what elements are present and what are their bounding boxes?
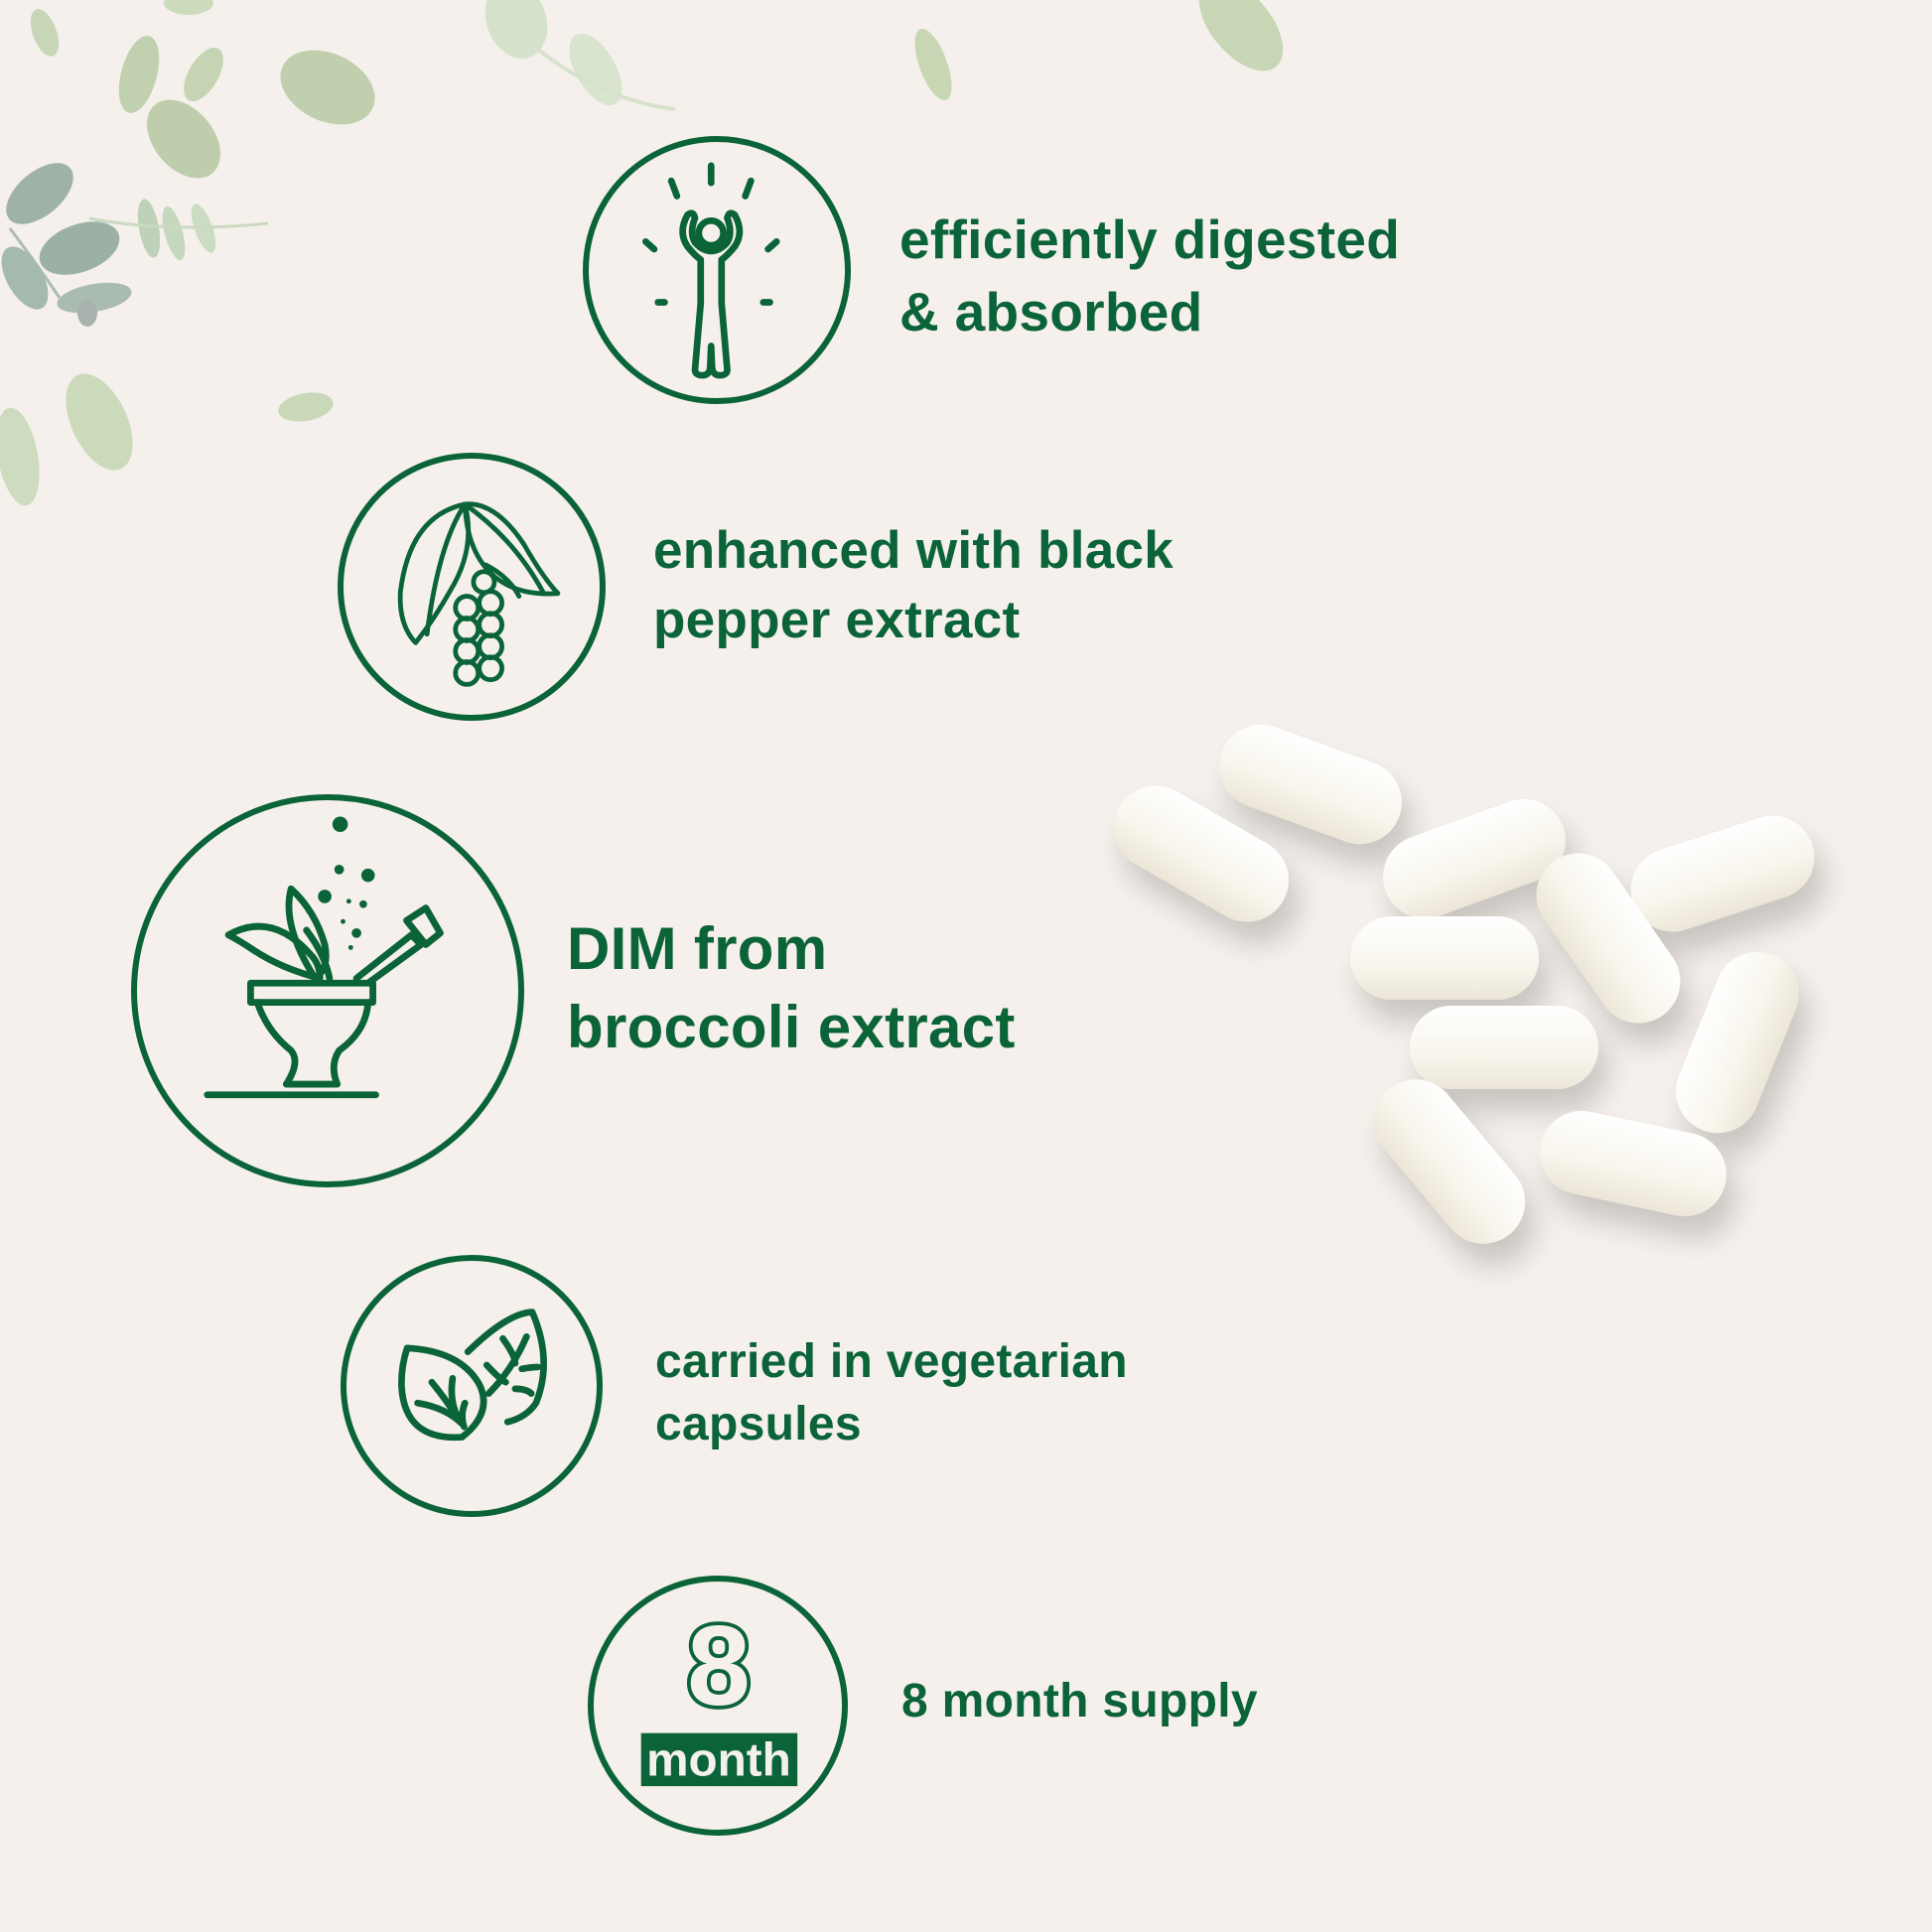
feature-text-black-pepper: enhanced with black pepper extract	[653, 521, 1174, 649]
eight-month-icon: 8 month	[640, 1598, 798, 1787]
feature-text-digested: efficiently digested & absorbed	[899, 208, 1401, 343]
mortar-pestle-herbs-icon	[204, 816, 444, 1099]
svg-text:month: month	[646, 1734, 791, 1787]
feature-badge-dim-broccoli	[131, 794, 524, 1187]
feature-text-vegetarian: carried in vegetarian capsules	[655, 1335, 1128, 1451]
feature-text-dim-broccoli: DIM from broccoli extract	[567, 915, 1016, 1061]
energetic-person-icon	[641, 162, 780, 379]
vegetarian-leaves-icon	[398, 1309, 547, 1442]
feature-badge-digested	[583, 136, 851, 404]
feature-badge-vegetarian	[341, 1255, 603, 1517]
feature-badge-eight-month: 8 month	[588, 1576, 848, 1836]
feature-text-eight-month: 8 month supply	[901, 1675, 1258, 1727]
black-pepper-icon	[397, 501, 561, 687]
feature-badge-black-pepper	[338, 453, 606, 721]
svg-text:8: 8	[687, 1602, 751, 1729]
